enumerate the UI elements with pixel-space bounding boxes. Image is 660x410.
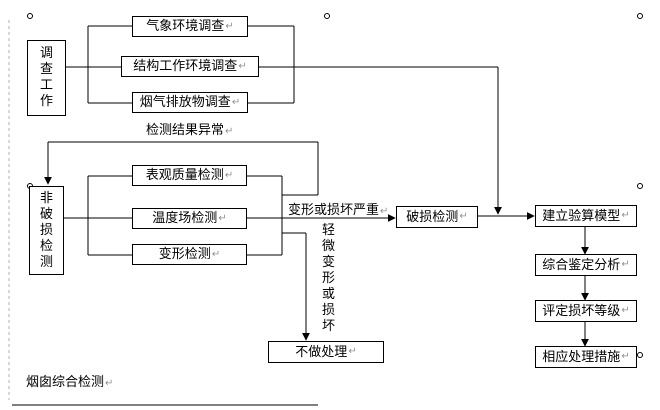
minor-label: 轻 微 变 形 或 损 坏	[322, 223, 335, 335]
survey-item-structure-env[interactable]: 结构工作环境调查↵	[121, 56, 259, 77]
ndt-title-char: 检	[39, 238, 53, 254]
ndt-group-box[interactable]: 非 破 损 检 测	[29, 186, 64, 275]
abnormal-label-text: 检测结果异常	[146, 123, 225, 138]
caption-text: 烟囱综合检测	[26, 375, 105, 390]
minor-label-char: 变	[322, 255, 336, 270]
severe-label-text: 变形或损坏严重	[288, 203, 380, 218]
handle-dot[interactable]	[324, 13, 330, 19]
paragraph-mark: ↵	[238, 60, 247, 72]
destructive-test-box[interactable]: 破损检测↵	[396, 206, 478, 228]
ndt-item-appearance[interactable]: 表观质量检测↵	[132, 165, 247, 186]
ndt-title-char: 损	[39, 222, 53, 238]
paragraph-mark: ↵	[231, 96, 241, 108]
ndt-item-temperature[interactable]: 温度场检测↵	[132, 208, 247, 229]
minor-label-char: 或	[322, 287, 336, 302]
paragraph-mark: ↵	[348, 346, 357, 357]
chain-label: 相应处理措施	[542, 349, 621, 365]
caption: 烟囱综合检测↵	[26, 376, 113, 389]
survey-item-label: 气象环境调查	[146, 19, 225, 34]
handle-dot[interactable]	[637, 352, 643, 358]
chain-label: 综合鉴定分析	[542, 257, 621, 273]
chain-label: 评定损坏等级	[542, 303, 621, 319]
paragraph-mark: ↵	[225, 126, 234, 137]
paragraph-mark: ↵	[459, 211, 468, 222]
minor-label-char: 坏	[322, 319, 336, 334]
abnormal-label: 检测结果异常↵	[146, 124, 233, 137]
abnormal-feedback-loop	[44, 141, 319, 196]
paragraph-mark: ↵	[621, 351, 630, 362]
paragraph-mark: ↵	[218, 212, 227, 224]
ndt-title-char: 非	[39, 190, 53, 206]
chain-treatment-measures[interactable]: 相应处理措施↵	[535, 346, 637, 368]
chain-damage-grade[interactable]: 评定损坏等级↵	[535, 300, 637, 322]
handle-dot[interactable]	[637, 13, 643, 19]
severe-label: 变形或损坏严重↵	[288, 204, 388, 217]
paragraph-mark: ↵	[621, 259, 630, 270]
chain-comprehensive-analysis[interactable]: 综合鉴定分析↵	[535, 254, 637, 276]
paragraph-mark: ↵	[380, 206, 389, 217]
destructive-test-label: 破损检测	[406, 209, 459, 225]
minor-connector	[282, 232, 310, 341]
survey-to-chain-connector	[294, 66, 502, 215]
paragraph-mark: ↵	[211, 248, 221, 260]
minor-label-char: 轻	[322, 223, 336, 238]
paragraph-mark: ↵	[621, 210, 630, 221]
ndt-title-char: 破	[39, 206, 53, 222]
handle-dot[interactable]	[27, 13, 33, 19]
ndt-title-char: 测	[39, 254, 53, 270]
handle-dot[interactable]	[637, 183, 643, 189]
ndt-bracket	[64, 175, 283, 256]
survey-item-weather[interactable]: 气象环境调查↵	[132, 16, 248, 37]
survey-item-label: 结构工作环境调查	[133, 59, 238, 74]
paragraph-mark: ↵	[224, 169, 234, 181]
no-treatment-box[interactable]: 不做处理↵	[268, 341, 384, 363]
ndt-item-label: 温度场检测	[152, 211, 218, 226]
ndt-item-deformation[interactable]: 变形检测↵	[132, 244, 247, 265]
survey-title-char: 作	[39, 94, 53, 109]
paragraph-mark: ↵	[225, 20, 234, 32]
chain-build-model[interactable]: 建立验算模型↵	[535, 205, 637, 227]
ndt-item-label: 变形检测	[158, 247, 211, 262]
minor-label-char: 形	[322, 271, 336, 286]
paragraph-mark: ↵	[105, 378, 114, 389]
paragraph-mark: ↵	[621, 305, 630, 316]
survey-bracket	[66, 25, 295, 104]
survey-title-char: 查	[39, 62, 53, 77]
survey-group-box[interactable]: 调 查 工 作	[27, 40, 66, 116]
survey-title-char: 工	[39, 78, 53, 93]
minor-label-char: 微	[322, 239, 336, 254]
survey-item-label: 烟气排放物调查	[139, 95, 231, 110]
no-treatment-label: 不做处理	[295, 344, 348, 360]
chain-label: 建立验算模型	[542, 208, 621, 224]
survey-title-char: 调	[39, 46, 53, 61]
ndt-item-label: 表观质量检测	[145, 168, 224, 183]
minor-label-char: 损	[322, 303, 336, 318]
survey-item-flue-gas[interactable]: 烟气排放物调查↵	[132, 92, 248, 113]
